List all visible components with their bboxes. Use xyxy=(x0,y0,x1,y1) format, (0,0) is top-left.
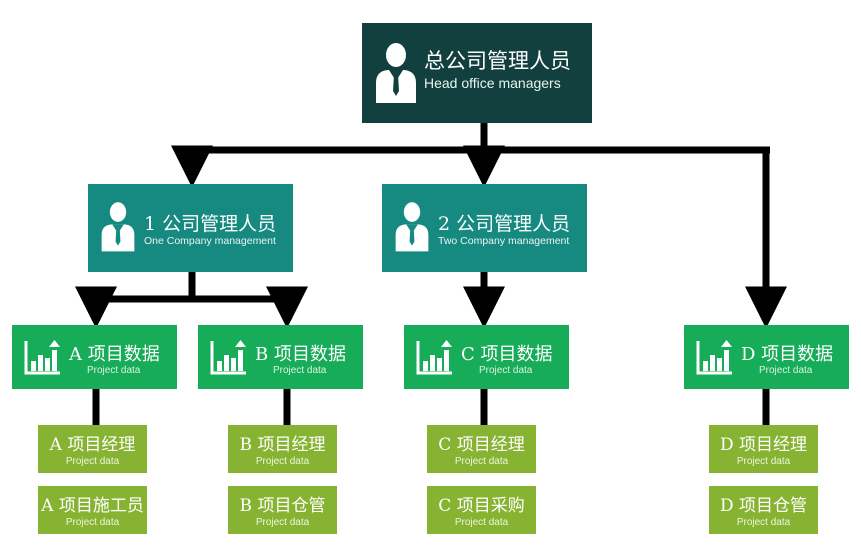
node-project-c[interactable]: C 项目数据 Project data xyxy=(404,325,569,389)
node-project-d-manager[interactable]: D 项目经理 Project data xyxy=(709,425,818,473)
node-project-b-manager[interactable]: B 项目经理 Project data xyxy=(228,425,337,473)
node-head-office[interactable]: 总公司管理人员 Head office managers xyxy=(362,23,592,123)
node-subtitle: Project data xyxy=(87,365,141,376)
node-subtitle: Project data xyxy=(255,456,310,467)
node-project-a[interactable]: A 项目数据 Project data xyxy=(12,325,177,389)
node-subtitle: Project data xyxy=(454,517,509,528)
node-subtitle: Project data xyxy=(273,365,327,376)
node-title: 2 公司管理人员 xyxy=(438,213,571,235)
node-title: B 项目仓管 xyxy=(239,496,326,516)
node-title: B 项目经理 xyxy=(239,435,326,455)
node-project-c-procurement[interactable]: C 项目采购 Project data xyxy=(427,486,536,534)
bar-chart-icon xyxy=(696,340,732,375)
node-project-d[interactable]: D 项目数据 Project data xyxy=(684,325,849,389)
node-subtitle: Project data xyxy=(65,517,120,528)
node-title: A 项目施工员 xyxy=(41,496,144,516)
node-project-c-manager[interactable]: C 项目经理 Project data xyxy=(427,425,536,473)
manager-person-icon xyxy=(395,202,429,252)
manager-person-icon xyxy=(101,202,135,252)
node-title: D 项目仓管 xyxy=(719,496,808,516)
node-title: 总公司管理人员 xyxy=(424,49,571,73)
node-subtitle: Project data xyxy=(454,456,509,467)
bar-chart-icon xyxy=(416,340,452,375)
node-project-a-constructor[interactable]: A 项目施工员 Project data xyxy=(38,486,147,534)
manager-person-icon xyxy=(376,43,416,103)
node-project-d-warehouse[interactable]: D 项目仓管 Project data xyxy=(709,486,818,534)
node-subtitle: Project data xyxy=(65,456,120,467)
node-title: D 项目数据 xyxy=(741,344,834,365)
node-manager-1[interactable]: 1 公司管理人员 One Company management xyxy=(88,184,293,272)
node-subtitle: Project data xyxy=(255,517,310,528)
node-subtitle: Head office managers xyxy=(424,75,561,91)
node-title: A 项目经理 xyxy=(49,435,136,455)
node-subtitle: Project data xyxy=(736,517,791,528)
node-subtitle: Two Company management xyxy=(438,235,570,247)
node-subtitle: Project data xyxy=(479,365,533,376)
node-project-a-manager[interactable]: A 项目经理 Project data xyxy=(38,425,147,473)
node-subtitle: Project data xyxy=(759,365,813,376)
bar-chart-icon xyxy=(24,340,60,375)
node-project-b-warehouse[interactable]: B 项目仓管 Project data xyxy=(228,486,337,534)
node-title: D 项目经理 xyxy=(719,435,808,455)
node-title: C 项目数据 xyxy=(461,344,553,365)
node-title: C 项目经理 xyxy=(438,435,525,455)
node-title: A 项目数据 xyxy=(69,344,160,365)
node-manager-2[interactable]: 2 公司管理人员 Two Company management xyxy=(382,184,587,272)
node-title: 1 公司管理人员 xyxy=(144,213,277,235)
node-subtitle: Project data xyxy=(736,456,791,467)
node-title: C 项目采购 xyxy=(438,496,525,516)
node-project-b[interactable]: B 项目数据 Project data xyxy=(198,325,363,389)
node-title: B 项目数据 xyxy=(255,344,346,365)
node-subtitle: One Company management xyxy=(144,235,276,247)
bar-chart-icon xyxy=(210,340,246,375)
